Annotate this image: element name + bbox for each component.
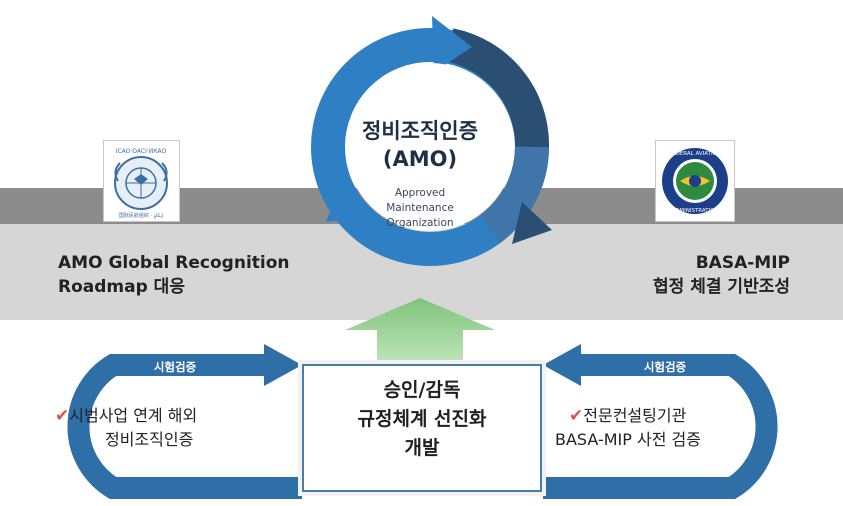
right-loop-label-text: 시험검증 (643, 360, 687, 374)
circular-arrows-icon (311, 16, 552, 266)
left-panel-line2: Roadmap 대응 (58, 277, 185, 297)
cycle-subtitle-line3: Organization (386, 217, 454, 229)
right-panel-line1: BASA-MIP (695, 253, 790, 273)
left-loop-item-line2: 정비조직인증 (105, 430, 194, 449)
svg-text:ADMINISTRATION: ADMINISTRATION (671, 208, 718, 214)
cycle-subtitle-line1: Approved (394, 187, 446, 199)
cycle-subtitle-line2: Maintenance (386, 202, 454, 214)
left-panel-text: AMO Global Recognition Roadmap 대응 (58, 251, 318, 299)
right-loop-item: ✔전문컨설팅기관 BASA-MIP 사전 검증 (555, 404, 785, 452)
check-icon: ✔ (55, 406, 70, 426)
center-box-line3: 개발 (404, 437, 440, 459)
left-loop-item: ✔시범사업 연계 해외 정비조직인증 (55, 404, 295, 452)
cycle-title-abbr: (AMO) (382, 147, 458, 171)
faa-logo-icon: FEDERAL AVIATION ADMINISTRATION (655, 140, 735, 222)
svg-text:FEDERAL AVIATION: FEDERAL AVIATION (669, 151, 721, 157)
center-box-line2: 규정체계 선진화 (357, 408, 487, 430)
right-panel-line2: 협정 체결 기반조성 (653, 277, 790, 297)
left-loop-label-text: 시험검증 (153, 360, 197, 374)
center-box (302, 364, 542, 492)
left-loop-label: 시험검증 (120, 356, 230, 375)
cycle-title-ko: 정비조직인증 (362, 119, 478, 143)
right-panel-text: BASA-MIP 협정 체결 기반조성 (580, 251, 790, 299)
cycle-subtitle: Approved Maintenance Organization (340, 186, 500, 231)
check-icon: ✔ (569, 406, 584, 426)
center-box-text: 승인/감독 규정체계 선진화 개발 (302, 376, 542, 463)
left-loop-item-line1: 시범사업 연계 해외 (69, 406, 198, 425)
left-loop-arrow (67, 344, 302, 499)
svg-text:国际民航组织 · إيكاو: 国际民航组织 · إيكاو (119, 212, 164, 219)
up-arrow-icon (345, 298, 495, 371)
center-box-line1: 승인/감독 (383, 379, 461, 401)
right-loop-item-line2: BASA-MIP 사전 검증 (555, 430, 701, 449)
right-loop-label: 시험검증 (610, 356, 720, 375)
cycle-title: 정비조직인증 (AMO) (340, 117, 500, 173)
icao-logo-icon: ICAO·OACI·ИКАО 国际民航组织 · إيكاو (103, 140, 180, 222)
right-loop-arrow (543, 344, 778, 499)
svg-text:ICAO·OACI·ИКАО: ICAO·OACI·ИКАО (116, 148, 167, 155)
left-panel-line1: AMO Global Recognition (58, 253, 290, 273)
right-loop-item-line1: 전문컨설팅기관 (583, 406, 687, 425)
